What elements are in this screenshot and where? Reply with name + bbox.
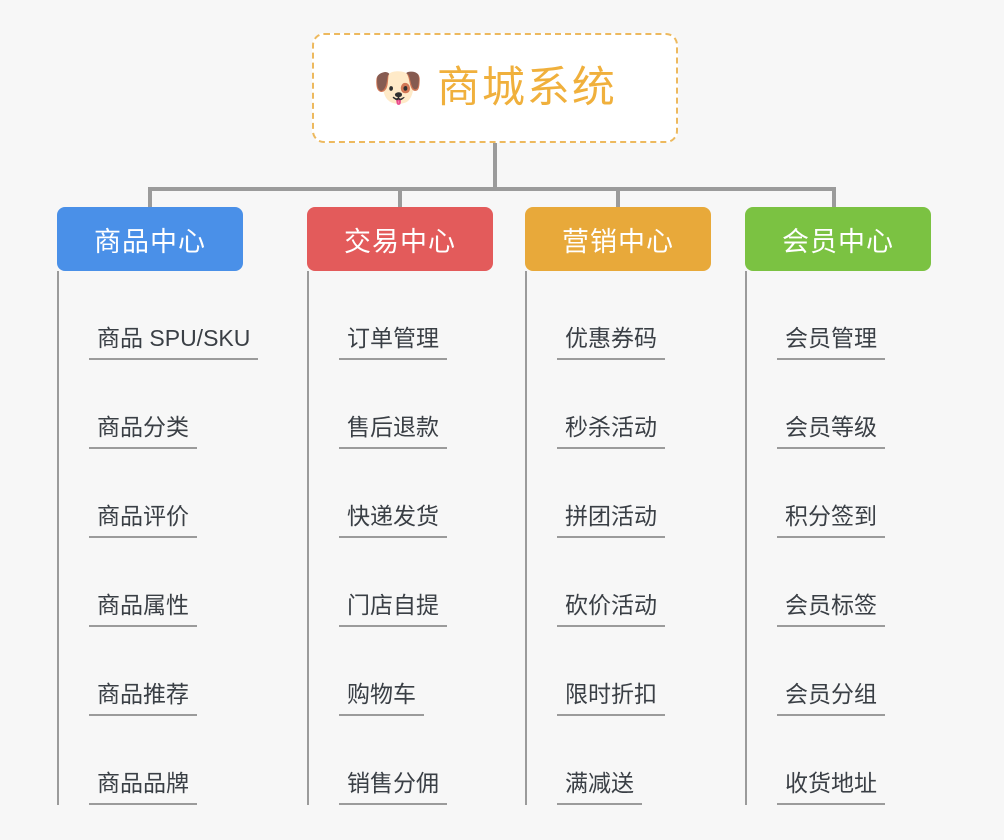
branch-column-trade-center: 交易中心 订单管理 售后退款 快递发货 门店自提 购物车 销售分佣 <box>307 207 527 805</box>
leaf-label: 购物车 <box>339 681 424 716</box>
leaf-label: 订单管理 <box>339 325 447 360</box>
connector-drop-member-center <box>832 187 836 209</box>
leaf-label: 商品分类 <box>89 414 197 449</box>
branch-column-marketing-center: 营销中心 优惠券码 秒杀活动 拼团活动 砍价活动 限时折扣 满减送 <box>525 207 745 805</box>
branch-spine-product-center <box>57 271 59 805</box>
shiba-dog-face-icon: 🐶 <box>373 66 423 110</box>
leaf-label: 砍价活动 <box>557 592 665 627</box>
leaf-area-product-center: 商品 SPU/SKU 商品分类 商品评价 商品属性 商品推荐 商品品牌 <box>57 271 307 805</box>
leaf-label: 销售分佣 <box>339 770 447 805</box>
leaf-list-trade-center: 订单管理 售后退款 快递发货 门店自提 购物车 销售分佣 <box>307 271 527 805</box>
leaf-area-trade-center: 订单管理 售后退款 快递发货 门店自提 购物车 销售分佣 <box>307 271 527 805</box>
list-item[interactable]: 收货地址 <box>745 716 965 805</box>
branch-header-product-center[interactable]: 商品中心 <box>57 207 243 271</box>
list-item[interactable]: 优惠券码 <box>525 271 745 360</box>
branch-header-label: 会员中心 <box>782 226 894 257</box>
leaf-label: 商品属性 <box>89 592 197 627</box>
branch-header-trade-center[interactable]: 交易中心 <box>307 207 493 271</box>
branch-spine-marketing-center <box>525 271 527 805</box>
leaf-label: 收货地址 <box>777 770 885 805</box>
branch-spine-member-center <box>745 271 747 805</box>
branch-header-marketing-center[interactable]: 营销中心 <box>525 207 711 271</box>
leaf-label: 拼团活动 <box>557 503 665 538</box>
list-item[interactable]: 商品评价 <box>57 449 307 538</box>
leaf-area-marketing-center: 优惠券码 秒杀活动 拼团活动 砍价活动 限时折扣 满减送 <box>525 271 745 805</box>
list-item[interactable]: 满减送 <box>525 716 745 805</box>
branch-column-member-center: 会员中心 会员管理 会员等级 积分签到 会员标签 会员分组 收货地址 <box>745 207 965 805</box>
connector-root-stem <box>493 143 497 189</box>
leaf-list-member-center: 会员管理 会员等级 积分签到 会员标签 会员分组 收货地址 <box>745 271 965 805</box>
list-item[interactable]: 商品分类 <box>57 360 307 449</box>
leaf-label: 商品品牌 <box>89 770 197 805</box>
leaf-list-marketing-center: 优惠券码 秒杀活动 拼团活动 砍价活动 限时折扣 满减送 <box>525 271 745 805</box>
list-item[interactable]: 秒杀活动 <box>525 360 745 449</box>
list-item[interactable]: 快递发货 <box>307 449 527 538</box>
leaf-label: 商品 SPU/SKU <box>89 325 259 360</box>
list-item[interactable]: 会员管理 <box>745 271 965 360</box>
list-item[interactable]: 会员分组 <box>745 627 965 716</box>
list-item[interactable]: 商品推荐 <box>57 627 307 716</box>
branch-column-product-center: 商品中心 商品 SPU/SKU 商品分类 商品评价 商品属性 商品推荐 商品品牌 <box>57 207 307 805</box>
connector-horizontal-bus <box>148 187 836 191</box>
root-node-mall-system[interactable]: 🐶 商城系统 <box>312 33 678 143</box>
branch-header-label: 商品中心 <box>94 226 206 257</box>
list-item[interactable]: 订单管理 <box>307 271 527 360</box>
branch-spine-trade-center <box>307 271 309 805</box>
leaf-label: 限时折扣 <box>557 681 665 716</box>
branch-header-label: 营销中心 <box>562 226 674 257</box>
leaf-label: 优惠券码 <box>557 325 665 360</box>
leaf-label: 秒杀活动 <box>557 414 665 449</box>
list-item[interactable]: 会员标签 <box>745 538 965 627</box>
list-item[interactable]: 购物车 <box>307 627 527 716</box>
list-item[interactable]: 拼团活动 <box>525 449 745 538</box>
list-item[interactable]: 会员等级 <box>745 360 965 449</box>
leaf-label: 门店自提 <box>339 592 447 627</box>
list-item[interactable]: 限时折扣 <box>525 627 745 716</box>
branch-header-label: 交易中心 <box>344 226 456 257</box>
leaf-label: 商品推荐 <box>89 681 197 716</box>
list-item[interactable]: 门店自提 <box>307 538 527 627</box>
list-item[interactable]: 商品品牌 <box>57 716 307 805</box>
list-item[interactable]: 商品 SPU/SKU <box>57 271 307 360</box>
branch-header-member-center[interactable]: 会员中心 <box>745 207 931 271</box>
leaf-label: 会员标签 <box>777 592 885 627</box>
list-item[interactable]: 积分签到 <box>745 449 965 538</box>
connector-drop-trade-center <box>398 187 402 209</box>
connector-drop-marketing-center <box>616 187 620 209</box>
leaf-label: 快递发货 <box>339 503 447 538</box>
list-item[interactable]: 商品属性 <box>57 538 307 627</box>
leaf-list-product-center: 商品 SPU/SKU 商品分类 商品评价 商品属性 商品推荐 商品品牌 <box>57 271 307 805</box>
leaf-label: 积分签到 <box>777 503 885 538</box>
root-node-title: 商城系统 <box>436 63 617 112</box>
leaf-label: 商品评价 <box>89 503 197 538</box>
leaf-label: 会员等级 <box>777 414 885 449</box>
leaf-label: 会员管理 <box>777 325 885 360</box>
leaf-label: 会员分组 <box>777 681 885 716</box>
leaf-label: 售后退款 <box>339 414 447 449</box>
leaf-label: 满减送 <box>557 770 642 805</box>
leaf-area-member-center: 会员管理 会员等级 积分签到 会员标签 会员分组 收货地址 <box>745 271 965 805</box>
list-item[interactable]: 砍价活动 <box>525 538 745 627</box>
list-item[interactable]: 销售分佣 <box>307 716 527 805</box>
connector-drop-product-center <box>148 187 152 209</box>
list-item[interactable]: 售后退款 <box>307 360 527 449</box>
